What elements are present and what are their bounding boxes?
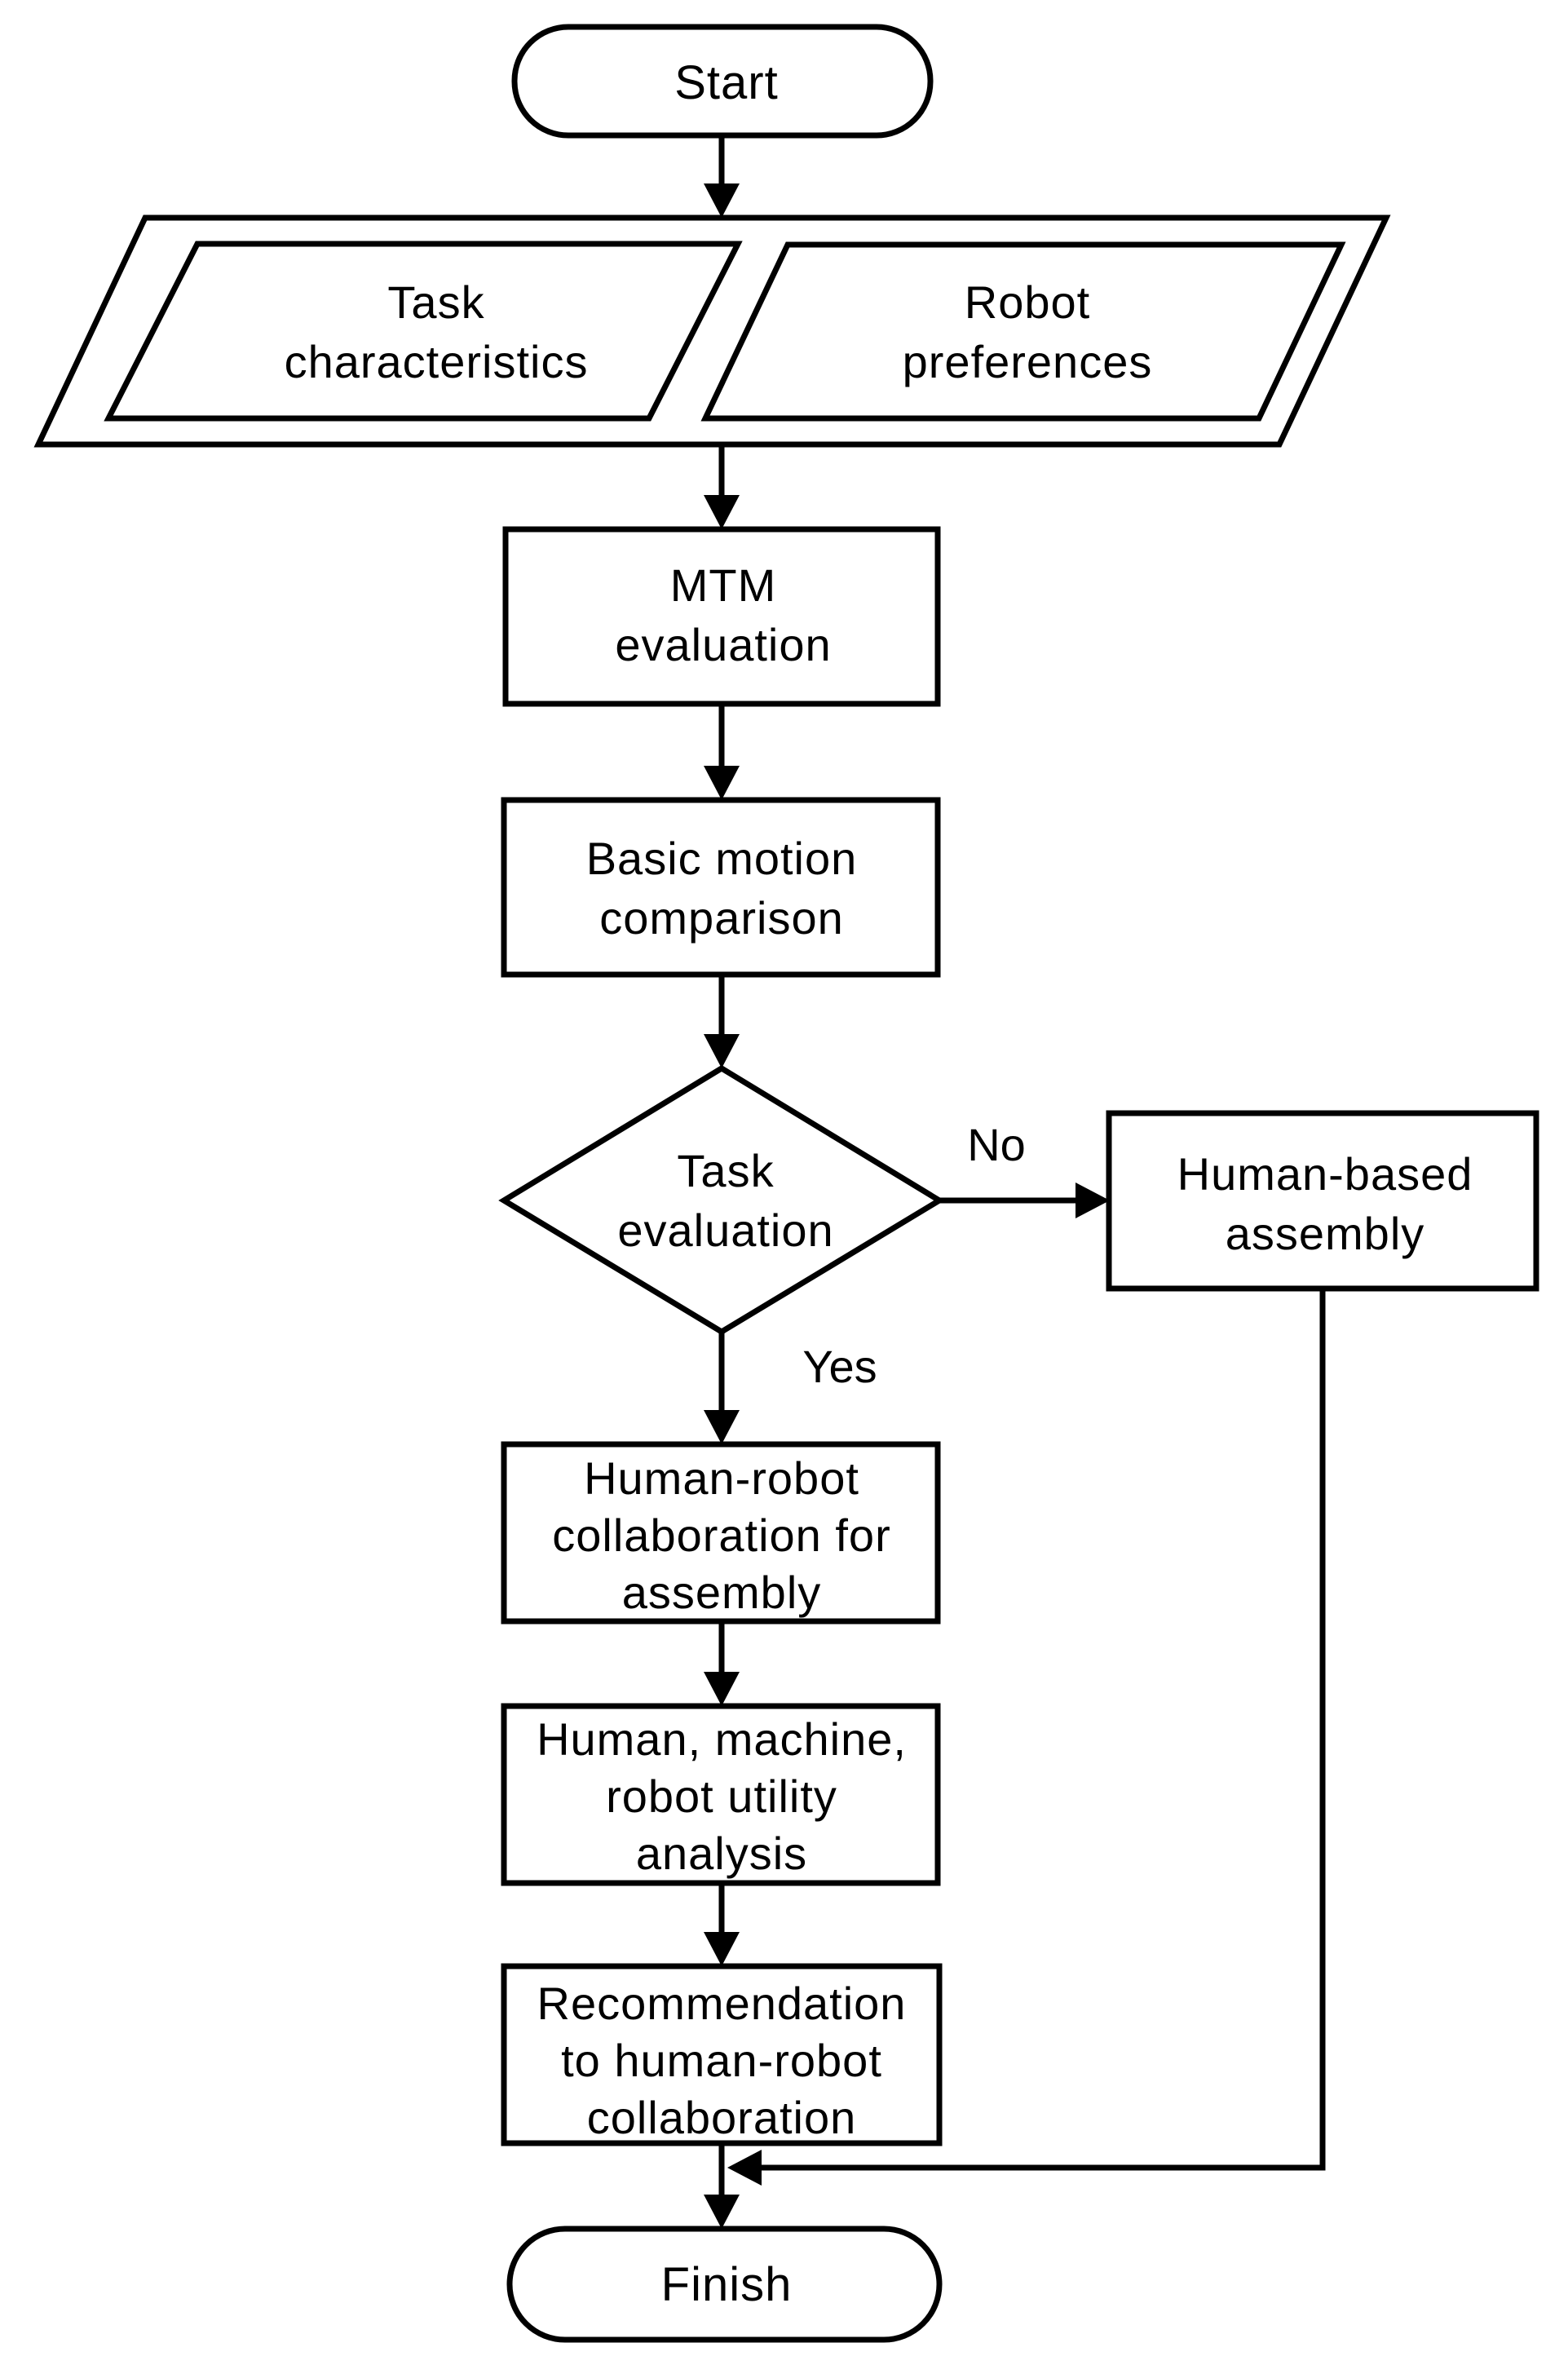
task-evaluation-diamond bbox=[498, 1064, 945, 1336]
human-based-assembly-label-line1: Human-based bbox=[1177, 1148, 1473, 1200]
arrowhead-down-icon bbox=[704, 1932, 740, 1966]
yes-branch-label: Yes bbox=[802, 1341, 877, 1392]
arrowhead-down-icon bbox=[704, 1672, 740, 1706]
connectors bbox=[704, 135, 1326, 2229]
arrowhead-down-icon bbox=[704, 766, 740, 800]
human-robot-collaboration-box bbox=[501, 1441, 941, 1625]
basic-motion-comparison-box bbox=[501, 797, 941, 978]
edge-human-based-return bbox=[762, 1289, 1326, 2171]
recommendation-label-line3: collaboration bbox=[587, 2092, 857, 2143]
start-terminator bbox=[511, 24, 934, 139]
utility-analysis-label-line2: robot utility bbox=[606, 1770, 837, 1822]
mtm-evaluation-box bbox=[502, 526, 941, 707]
arrowhead-left-icon bbox=[727, 2150, 762, 2186]
human-based-assembly-label-line2: assembly bbox=[1226, 1208, 1425, 1259]
robot-preferences-label-line2: preferences bbox=[903, 336, 1153, 387]
finish-label: Finish bbox=[661, 2258, 793, 2311]
arrowhead-down-icon bbox=[704, 1034, 740, 1068]
robot-preferences-label-line1: Robot bbox=[965, 276, 1090, 328]
node-labels: Start Task characteristics Robot prefere… bbox=[285, 56, 1473, 2311]
shapes bbox=[33, 24, 1539, 2343]
utility-analysis-box bbox=[501, 1703, 941, 1886]
utility-analysis-label-line1: Human, machine, bbox=[537, 1713, 907, 1765]
robot-preferences-parallelogram bbox=[700, 241, 1346, 422]
recommendation-label-line2: to human-robot bbox=[561, 2035, 882, 2086]
task-characteristics-label-line1: Task bbox=[387, 276, 484, 328]
utility-analysis-label-line3: analysis bbox=[636, 1828, 807, 1879]
arrowhead-down-icon bbox=[704, 495, 740, 529]
task-evaluation-label-line1: Task bbox=[677, 1145, 774, 1196]
arrowhead-down-icon bbox=[704, 2195, 740, 2229]
no-branch-label: No bbox=[967, 1119, 1026, 1170]
arrowhead-down-icon bbox=[704, 1410, 740, 1444]
recommendation-label-line1: Recommendation bbox=[537, 1978, 907, 2029]
arrowhead-down-icon bbox=[704, 183, 740, 218]
human-based-assembly-box bbox=[1106, 1110, 1539, 1292]
arrowhead-right-icon bbox=[1076, 1182, 1110, 1218]
human-robot-collaboration-label-line1: Human-robot bbox=[584, 1452, 859, 1504]
task-evaluation-label-line2: evaluation bbox=[617, 1205, 833, 1256]
task-characteristics-label-line2: characteristics bbox=[285, 336, 589, 387]
basic-motion-comparison-label-line2: comparison bbox=[599, 892, 843, 944]
human-robot-collaboration-label-line3: assembly bbox=[622, 1567, 822, 1618]
mtm-evaluation-label-line2: evaluation bbox=[615, 619, 831, 670]
task-characteristics-parallelogram bbox=[104, 241, 743, 422]
mtm-evaluation-label-line1: MTM bbox=[670, 559, 777, 611]
start-label: Start bbox=[674, 56, 779, 109]
finish-terminator bbox=[506, 2226, 943, 2343]
edge-labels: No Yes bbox=[802, 1119, 1025, 1392]
recommendation-box bbox=[501, 1963, 943, 2146]
basic-motion-comparison-label-line1: Basic motion bbox=[586, 833, 858, 884]
human-robot-collaboration-label-line2: collaboration for bbox=[552, 1510, 890, 1561]
